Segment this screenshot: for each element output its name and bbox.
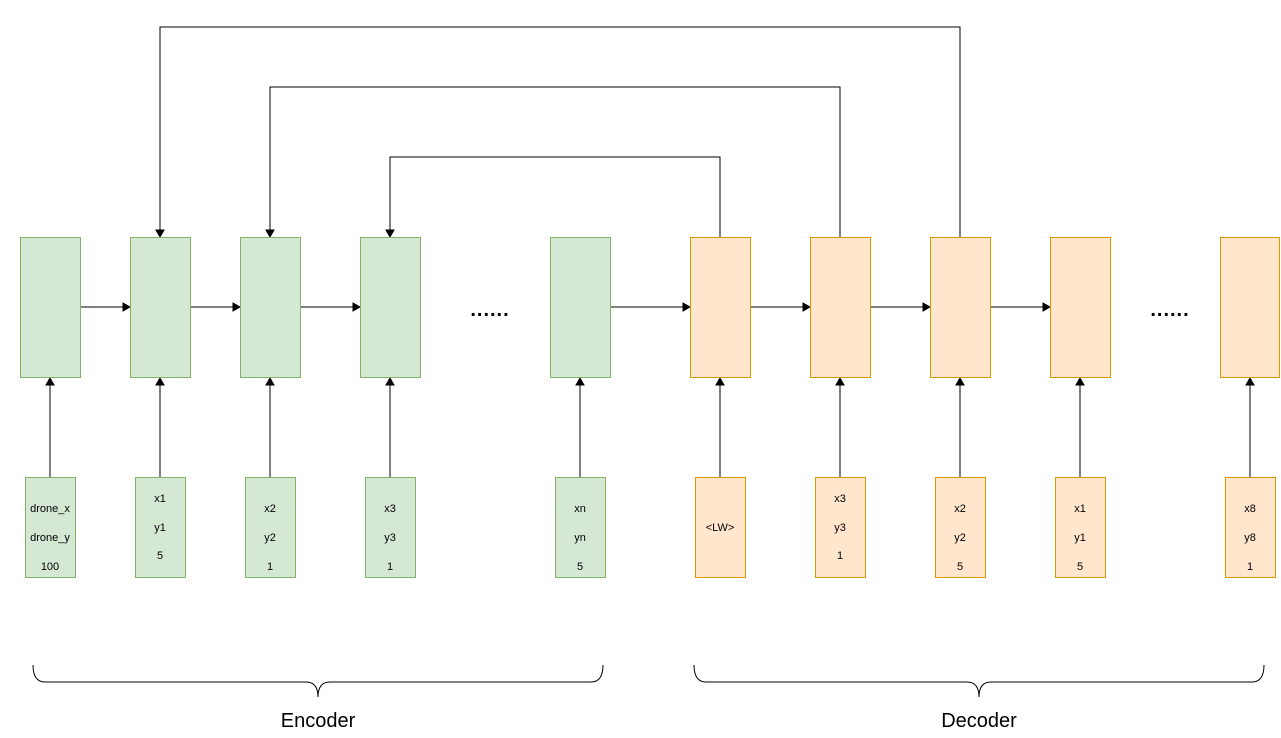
token-line: 1 <box>1247 561 1253 573</box>
token-line: x2 <box>264 503 276 515</box>
encoder-input-token: drone_x drone_y 100 <box>25 477 76 578</box>
arrowhead <box>155 229 165 239</box>
arrowhead <box>45 376 55 386</box>
decoder-ellipsis: ...... <box>1150 299 1189 321</box>
token-line: 1 <box>267 561 273 573</box>
encoder-input-token: x3 y3 1 <box>365 477 416 578</box>
token-line: x8 <box>1244 503 1256 515</box>
token-box <box>1225 477 1276 578</box>
arrowhead <box>385 376 395 386</box>
decoder-inputs: <LW> x3 y3 1 x2 y2 5 x1 y1 5 x8 y8 1 <box>695 477 1276 578</box>
arrowhead <box>352 302 362 312</box>
arrowhead <box>835 376 845 386</box>
decoder-label: Decoder <box>941 710 1017 732</box>
token-line: 1 <box>387 561 393 573</box>
token-box <box>245 477 296 578</box>
token-line: drone_y <box>30 532 70 544</box>
encoder-cell <box>20 237 81 378</box>
token-line: x3 <box>384 503 396 515</box>
token-line: x2 <box>954 503 966 515</box>
arrowhead <box>122 302 132 312</box>
token-line: 5 <box>1077 561 1083 573</box>
arrowhead <box>385 229 395 239</box>
encoder-brace <box>32 664 604 698</box>
token-line: x1 <box>1074 503 1086 515</box>
token-line: 5 <box>157 550 163 562</box>
token-box <box>555 477 606 578</box>
decoder-cell <box>1050 237 1111 378</box>
encoder-input-token: x1 y1 5 <box>135 477 186 578</box>
token-box <box>935 477 986 578</box>
token-box <box>815 477 866 578</box>
decoder-input-token: x3 y3 1 <box>815 477 866 578</box>
token-box <box>135 477 186 578</box>
encoder-label: Encoder <box>281 710 356 732</box>
arrowhead <box>715 376 725 386</box>
decoder-cell <box>930 237 991 378</box>
token-line: drone_x <box>30 503 70 515</box>
token-box <box>25 477 76 578</box>
encoder-cell <box>550 237 611 378</box>
token-line: y8 <box>1244 532 1256 544</box>
decoder-input-token: x8 y8 1 <box>1225 477 1276 578</box>
input-connections <box>45 376 1255 477</box>
decoder-input-token: x2 y2 5 <box>935 477 986 578</box>
encoder-inputs: drone_x drone_y 100 x1 y1 5 x2 y2 1 x3 y… <box>25 477 606 578</box>
token-line: 5 <box>577 561 583 573</box>
token-line: x1 <box>154 493 166 505</box>
arrowhead <box>1075 376 1085 386</box>
decoder-cell <box>810 237 871 378</box>
token-box <box>695 477 746 578</box>
token-line: yn <box>574 532 586 544</box>
encoder-cells <box>20 237 611 378</box>
token-box <box>365 477 416 578</box>
feedback-edge-dec2-to-enc3 <box>269 86 841 237</box>
token-line: y3 <box>384 532 396 544</box>
decoder-cell <box>1220 237 1280 378</box>
arrowhead <box>955 376 965 386</box>
token-line: <LW> <box>706 522 735 534</box>
token-line: y1 <box>154 522 166 534</box>
token-line: x3 <box>834 493 846 505</box>
arrowhead <box>232 302 242 312</box>
arrowhead <box>922 302 932 312</box>
token-line: y2 <box>954 532 966 544</box>
token-line: 5 <box>957 561 963 573</box>
arrowhead <box>682 302 692 312</box>
encoder-cell <box>130 237 191 378</box>
arrowhead <box>802 302 812 312</box>
arrowhead <box>575 376 585 386</box>
encoder-cell <box>360 237 421 378</box>
token-line: y3 <box>834 522 846 534</box>
encoder-ellipsis: ...... <box>470 299 509 321</box>
decoder-input-token: x1 y1 5 <box>1055 477 1106 578</box>
decoder-brace <box>693 664 1265 698</box>
token-box <box>1055 477 1106 578</box>
arrowhead <box>265 376 275 386</box>
arrowhead <box>265 229 275 239</box>
arrowhead <box>1245 376 1255 386</box>
token-line: y1 <box>1074 532 1086 544</box>
feedback-connections <box>155 26 961 239</box>
token-line: xn <box>574 503 586 515</box>
encoder-input-token: x2 y2 1 <box>245 477 296 578</box>
token-line: y2 <box>264 532 276 544</box>
recurrent-connections <box>80 302 1052 312</box>
token-line: 100 <box>41 561 59 573</box>
encoder-cell <box>240 237 301 378</box>
feedback-edge-dec3-to-enc2 <box>159 26 961 237</box>
decoder-input-token: <LW> <box>695 477 746 578</box>
decoder-cell <box>690 237 751 378</box>
arrowhead <box>155 376 165 386</box>
feedback-edge-dec1-to-enc4 <box>389 156 721 237</box>
decoder-cells <box>690 237 1280 378</box>
arrowhead <box>1042 302 1052 312</box>
token-line: 1 <box>837 550 843 562</box>
encoder-input-token: xn yn 5 <box>555 477 606 578</box>
